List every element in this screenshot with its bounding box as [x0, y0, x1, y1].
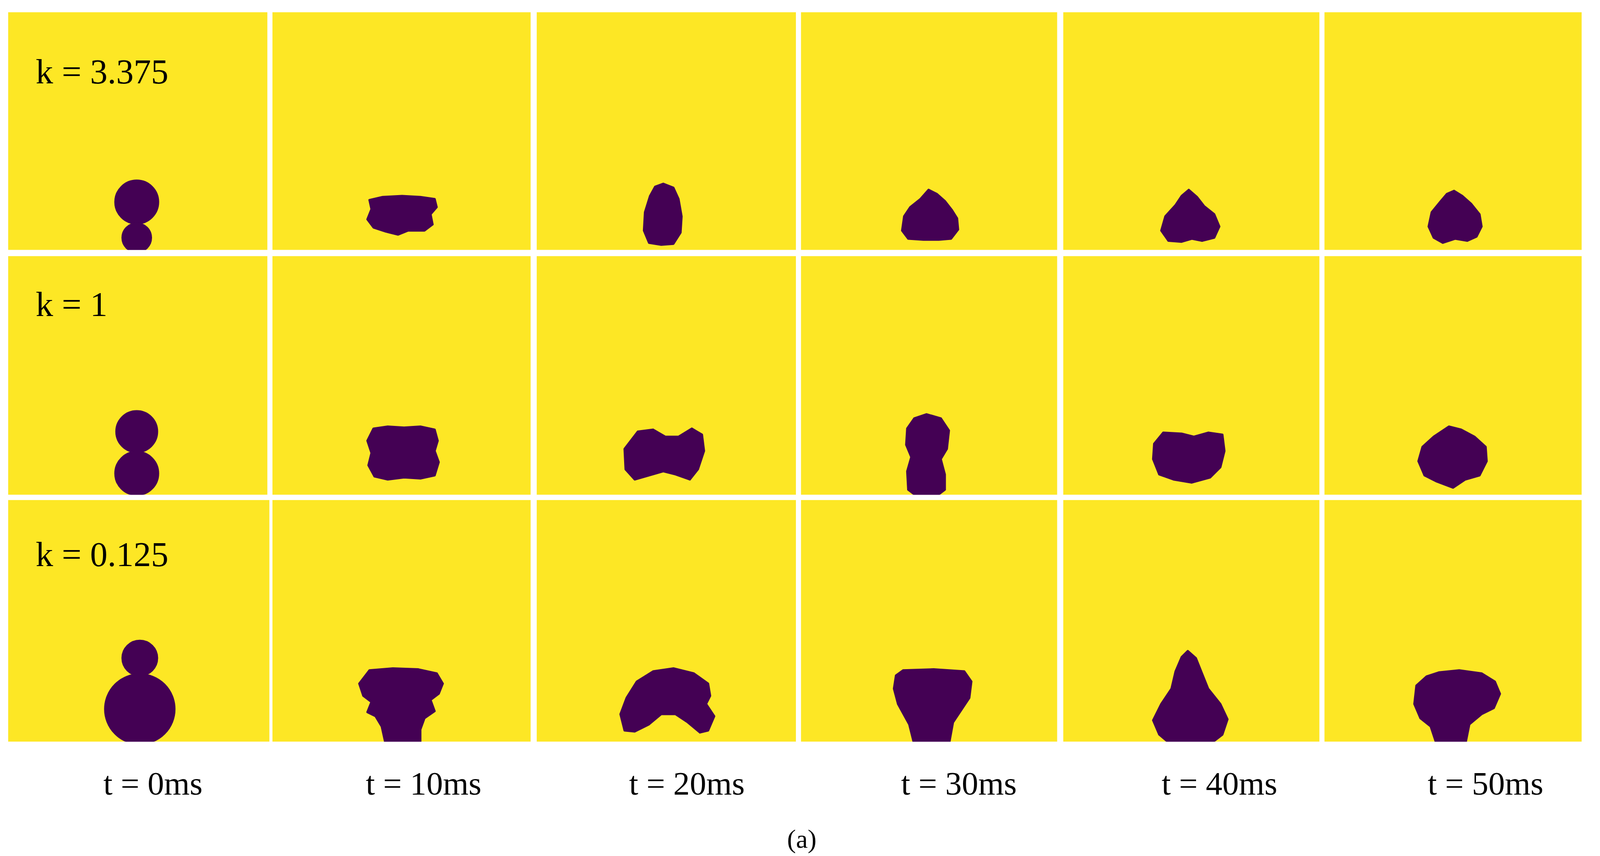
snapshot-panel — [1063, 255, 1320, 495]
snapshot-panel — [1324, 255, 1582, 495]
droplet — [367, 195, 437, 235]
droplet — [643, 183, 682, 245]
droplet — [906, 413, 950, 496]
time-label: t = 50ms — [1427, 767, 1544, 800]
snapshot-panel — [1063, 12, 1320, 251]
snapshot-panel — [1324, 12, 1582, 251]
time-label: t = 30ms — [901, 767, 1018, 800]
snapshot-panel — [272, 255, 531, 495]
snapshot-panel — [272, 12, 531, 251]
panel-gap — [0, 250, 1600, 256]
droplet — [620, 668, 715, 733]
snapshot-panel — [8, 255, 268, 495]
panel-gap — [0, 494, 1600, 500]
snapshot-panel — [536, 255, 796, 495]
droplet — [1428, 190, 1482, 244]
droplet — [1418, 426, 1487, 488]
row-label: k = 3.375 — [35, 54, 169, 89]
droplet — [1161, 189, 1220, 242]
droplet — [115, 451, 159, 496]
time-label: t = 40ms — [1161, 767, 1278, 800]
droplet — [115, 180, 159, 224]
droplet — [367, 426, 439, 480]
droplet — [893, 669, 972, 745]
time-label: t = 20ms — [629, 767, 746, 800]
droplet — [1153, 650, 1228, 745]
droplet — [1153, 432, 1225, 483]
row-label: k = 0.125 — [35, 536, 169, 572]
snapshot-panel — [8, 12, 268, 251]
droplet — [122, 223, 151, 252]
droplet — [359, 668, 443, 745]
droplet — [105, 674, 175, 744]
droplet — [624, 428, 705, 480]
droplet — [122, 640, 158, 676]
row-label: k = 1 — [35, 286, 108, 322]
droplet — [902, 189, 959, 240]
snapshot-panel — [536, 500, 796, 742]
time-label: t = 0ms — [103, 767, 203, 800]
droplet — [116, 411, 158, 452]
snapshot-panel — [800, 12, 1057, 251]
droplet — [1414, 670, 1500, 746]
time-label: t = 10ms — [365, 767, 482, 800]
snapshot-panel — [536, 12, 796, 251]
panel-gap — [0, 741, 1600, 856]
subfigure-label: (a) — [787, 825, 817, 853]
